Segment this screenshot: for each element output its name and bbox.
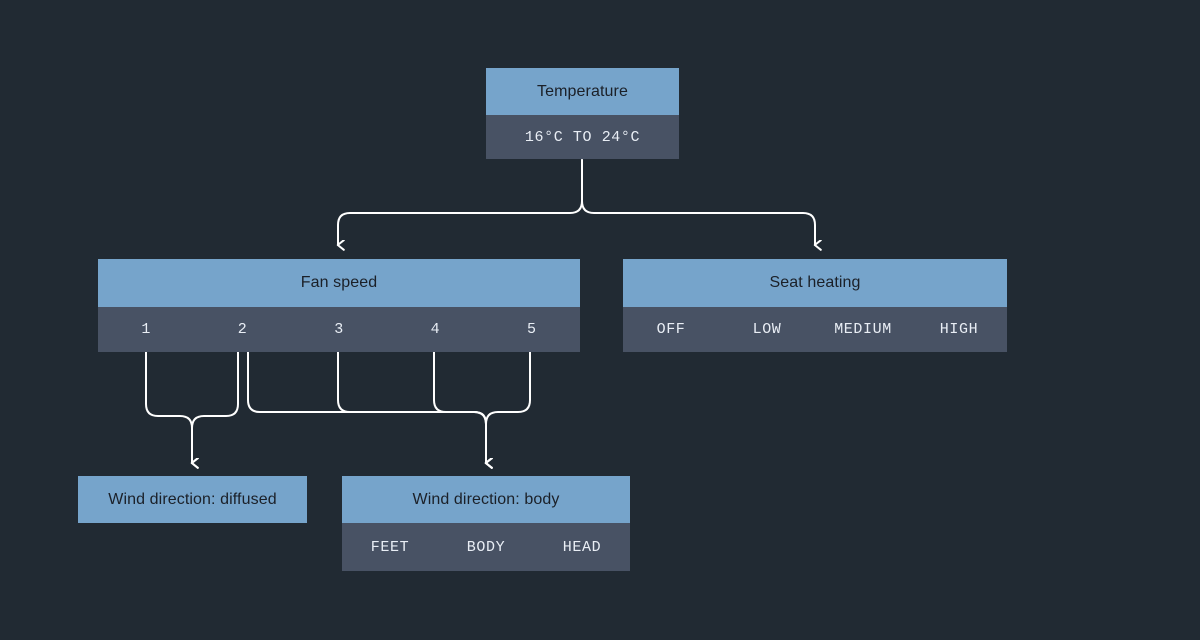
value-cell-wind-direction-body[interactable]: BODY (466, 538, 506, 556)
edge-temperature-to-seat-heating (581, 159, 815, 245)
node-wind-direction-body[interactable]: Wind direction: body FEET BODY HEAD (342, 476, 630, 571)
node-wind-direction-diffused[interactable]: Wind direction: diffused (78, 476, 307, 523)
node-temperature[interactable]: Temperature 16°C TO 24°C (486, 68, 679, 159)
value-cell-fan-speed-2[interactable]: 2 (237, 321, 248, 338)
value-cell-seat-heating-low[interactable]: LOW (752, 321, 782, 338)
value-cell-wind-direction-head[interactable]: HEAD (562, 538, 602, 556)
node-fan-speed-values: 1 2 3 4 5 (98, 307, 580, 352)
node-fan-speed-title: Fan speed (98, 259, 580, 307)
value-cell-temperature-range[interactable]: 16°C TO 24°C (524, 128, 641, 146)
value-cell-seat-heating-high[interactable]: HIGH (939, 321, 979, 338)
node-wind-direction-body-values: FEET BODY HEAD (342, 523, 630, 571)
value-cell-fan-speed-5[interactable]: 5 (527, 321, 537, 338)
value-cell-seat-heating-off[interactable]: OFF (656, 321, 686, 338)
value-cell-wind-direction-feet[interactable]: FEET (370, 538, 410, 556)
node-temperature-title: Temperature (486, 68, 679, 115)
node-seat-heating-values: OFF LOW MEDIUM HIGH (623, 307, 1007, 352)
value-cell-seat-heating-medium[interactable]: MEDIUM (834, 321, 892, 338)
node-seat-heating-title: Seat heating (623, 259, 1007, 307)
node-wind-direction-body-title: Wind direction: body (342, 476, 630, 523)
node-wind-direction-diffused-title: Wind direction: diffused (78, 476, 307, 523)
value-cell-fan-speed-3[interactable]: 3 (334, 321, 344, 338)
node-seat-heating[interactable]: Seat heating OFF LOW MEDIUM HIGH (623, 259, 1007, 352)
value-cell-fan-speed-4[interactable]: 4 (430, 321, 441, 338)
node-fan-speed[interactable]: Fan speed 1 2 3 4 5 (98, 259, 580, 352)
edge-temperature-to-fan-speed (338, 159, 583, 245)
node-temperature-values: 16°C TO 24°C (486, 115, 679, 159)
value-cell-fan-speed-1[interactable]: 1 (141, 321, 151, 338)
